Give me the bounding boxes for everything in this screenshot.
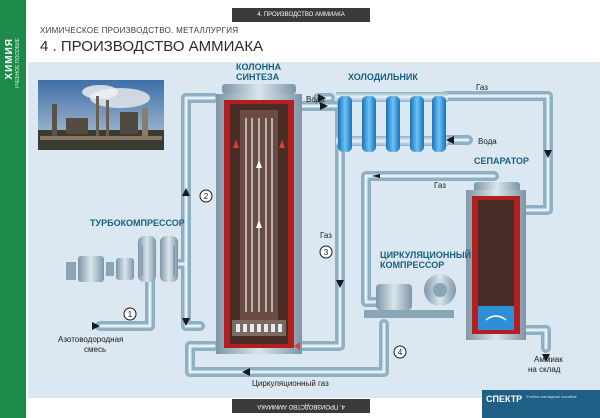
flow-arrows xyxy=(92,94,552,376)
circulation-compressor xyxy=(364,274,456,318)
marker-4: 4 xyxy=(398,348,403,357)
column-label-line2: СИНТЕЗА xyxy=(236,72,280,82)
column-label-line1: КОЛОННА xyxy=(236,62,282,72)
marker-3: 3 xyxy=(324,248,329,257)
stage-markers: 1 2 3 4 xyxy=(123,189,407,359)
diagram-labels: КОЛОННА СИНТЕЗА ХОЛОДИЛЬНИК СЕПАРАТОР ТУ… xyxy=(58,62,563,388)
section-subtitle: ХИМИЧЕСКОЕ ПРОИЗВОДСТВО. МЕТАЛЛУРГИЯ xyxy=(40,26,239,35)
publisher-note: Учебно-наглядное пособие xyxy=(526,394,577,399)
turbocompressor-label: ТУРБОКОМПРЕССОР xyxy=(90,218,185,228)
gas-top-label: Газ xyxy=(476,83,488,92)
sidebar: ХИМИЯ УЧЕБНОЕ ПОСОБИЕ xyxy=(0,0,26,418)
gas-separator-label: Газ xyxy=(434,181,446,190)
gas-mid-label: Газ xyxy=(320,231,332,240)
publisher-name: СПЕКТР xyxy=(486,394,523,404)
plant-photo xyxy=(38,80,164,150)
separator xyxy=(466,182,526,340)
water-out-label: Вода xyxy=(478,137,497,146)
feed-label-line1: Азотоводородная xyxy=(58,335,123,344)
cooler xyxy=(336,92,448,152)
circulation-compressor-label-line2: КОМПРЕССОР xyxy=(380,260,444,270)
cooler-label: ХОЛОДИЛЬНИК xyxy=(348,72,418,82)
page-title: 4 . ПРОИЗВОДСТВО АММИАКА xyxy=(40,38,264,55)
ammonia-label-line1: Аммиак xyxy=(534,355,563,364)
top-bar: 4. ПРОИЗВОДСТВО АММИАКА xyxy=(232,8,370,22)
synthesis-column xyxy=(216,84,302,354)
feed-label-line2: смесь xyxy=(84,345,106,354)
water-in-label: Вода xyxy=(306,95,325,104)
separator-label: СЕПАРАТОР xyxy=(474,156,529,166)
circulation-compressor-label-line1: ЦИРКУЛЯЦИОННЫЙ xyxy=(380,249,471,260)
marker-2: 2 xyxy=(204,192,209,201)
turbocompressor xyxy=(66,236,178,282)
circulation-gas-label: Циркуляционный газ xyxy=(252,379,329,388)
ammonia-label-line2: на склад xyxy=(528,365,561,374)
publisher-logo: СПЕКТР Учебно-наглядное пособие xyxy=(482,390,600,418)
bottom-bar: 4. ПРОИЗВОДСТВО АММИАКА xyxy=(232,399,370,413)
marker-1: 1 xyxy=(128,310,133,319)
